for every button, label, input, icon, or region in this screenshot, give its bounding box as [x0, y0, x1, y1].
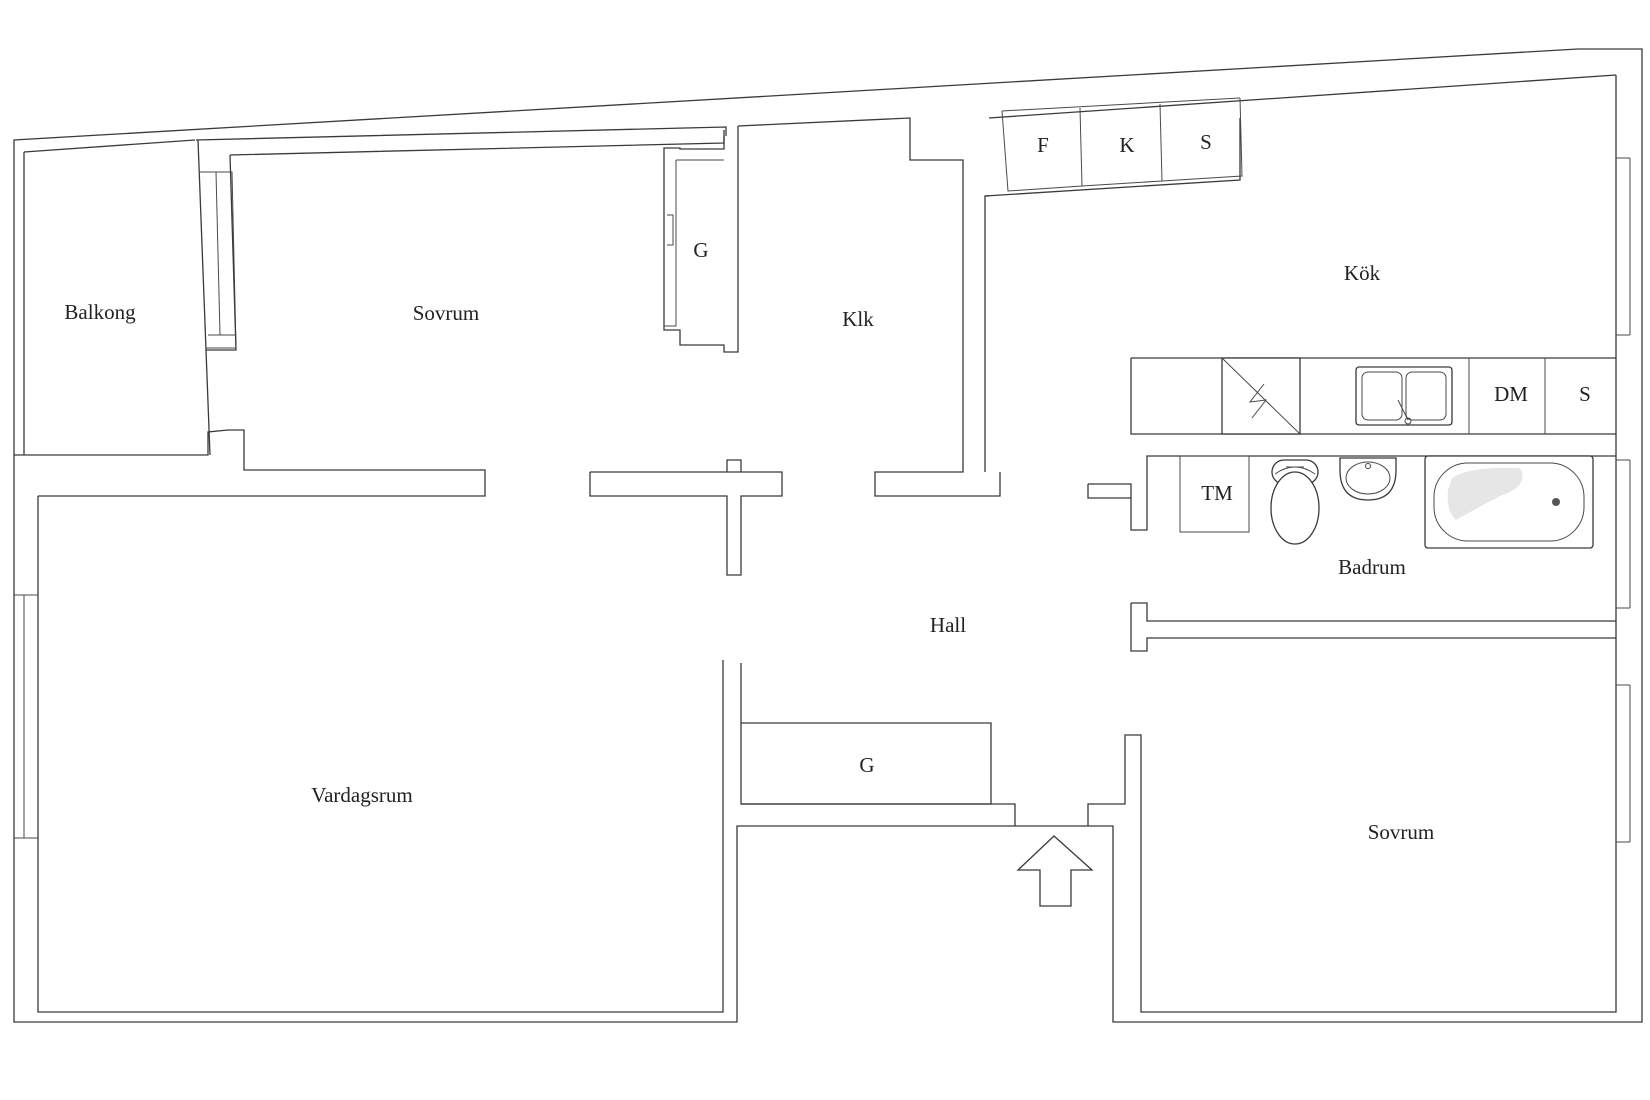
appliance-label-washing-machine: TM	[1201, 481, 1233, 505]
toilet-icon	[1270, 459, 1320, 545]
room-labels: Balkong Sovrum G Klk Kök Hall Badrum Var…	[64, 238, 1434, 844]
hall-walls	[740, 663, 1142, 826]
room-label-hall: Hall	[930, 613, 966, 637]
room-label-sovrum-2: Sovrum	[1368, 820, 1435, 844]
room-label-klk: Klk	[842, 307, 874, 331]
wash-basin-icon	[1339, 457, 1397, 501]
bathroom-walls	[1087, 455, 1631, 652]
appliance-label-cabinet-counter: S	[1579, 382, 1591, 406]
appliance-label-freezer: F	[1037, 133, 1049, 157]
appliance-labels: F K S DM S TM	[1037, 130, 1591, 505]
bathtub-icon	[1424, 455, 1594, 549]
stove-icon	[1221, 357, 1301, 435]
room-label-garderob-2: G	[859, 753, 874, 777]
room-label-sovrum-1: Sovrum	[413, 301, 480, 325]
appliance-label-dishwasher: DM	[1494, 382, 1528, 406]
room-label-kok: Kök	[1344, 261, 1381, 285]
kitchen-sink-icon	[1355, 366, 1453, 426]
windows	[14, 594, 1631, 843]
room-label-badrum: Badrum	[1338, 555, 1406, 579]
kitchen-walls	[984, 97, 1631, 497]
bedroom-1-walls	[206, 126, 783, 576]
appliance-label-cabinet-top: S	[1200, 130, 1212, 154]
outer-walls	[13, 48, 1643, 1023]
appliance-label-fridge: K	[1119, 133, 1134, 157]
balcony-walls	[23, 139, 237, 456]
entrance-arrow-icon	[1016, 835, 1094, 907]
room-label-vardagsrum: Vardagsrum	[311, 783, 412, 807]
room-label-balkong: Balkong	[64, 300, 136, 324]
room-label-garderob-1: G	[693, 238, 708, 262]
